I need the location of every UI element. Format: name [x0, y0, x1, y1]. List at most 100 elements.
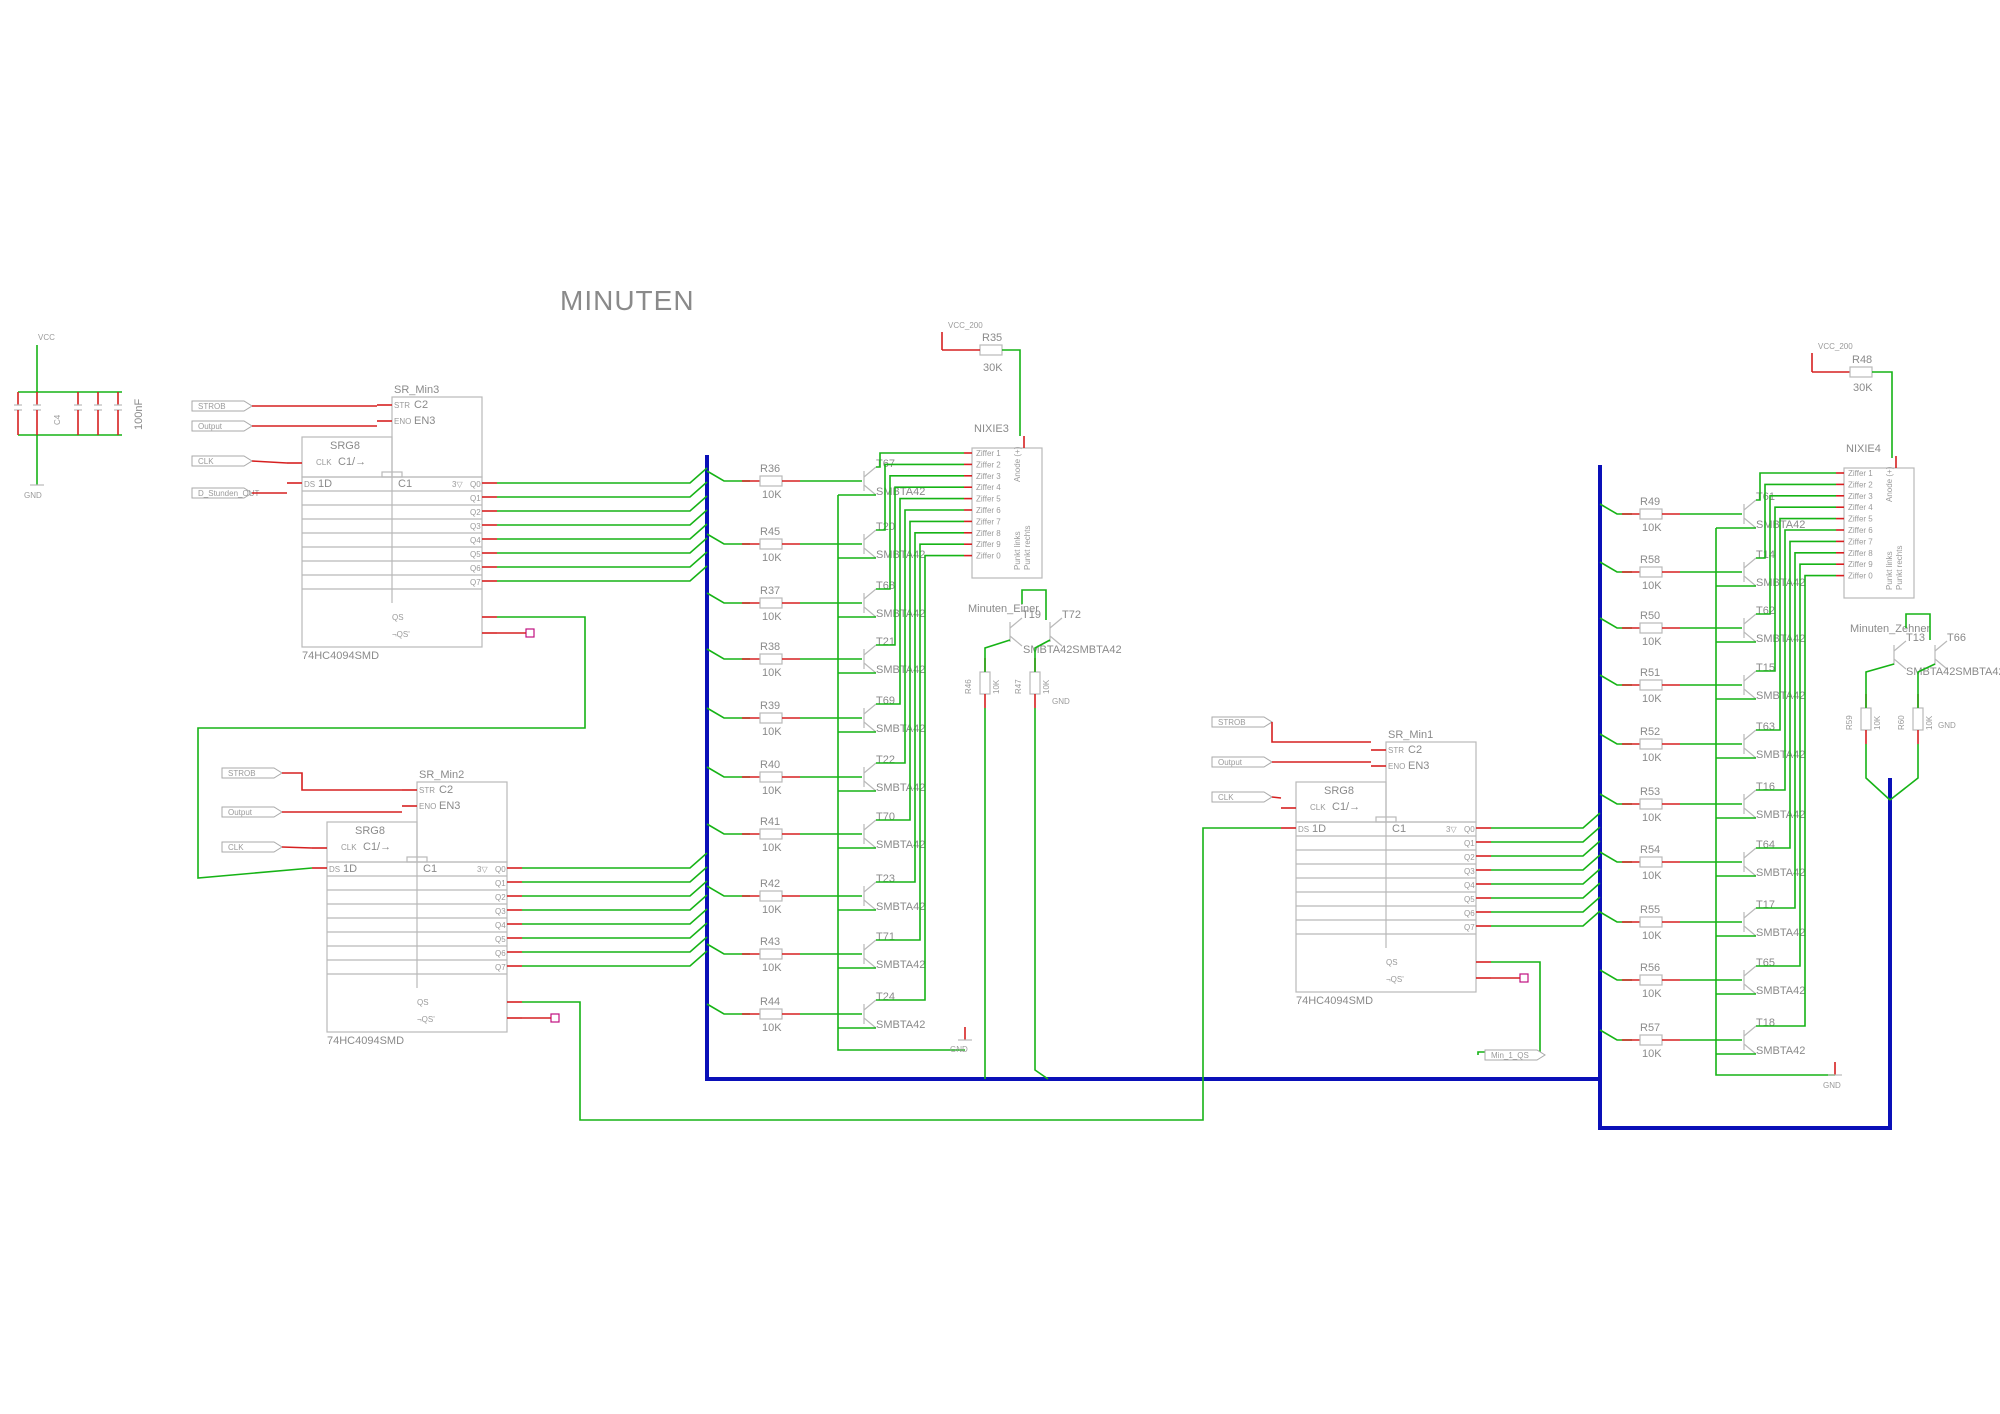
nixie-pin-label: Ziffer 4: [976, 483, 1001, 492]
nixie-pin-label: Ziffer 6: [976, 506, 1001, 515]
resistor-body: [1639, 974, 1663, 986]
sr-q-pin: Q1: [495, 879, 506, 888]
resistor-name: R42: [760, 878, 780, 890]
collector-wire: [1756, 551, 1836, 909]
transistor-name: T72: [1062, 609, 1081, 621]
bus-entry: [497, 495, 708, 512]
resistor-value: 10K: [1642, 580, 1662, 592]
resistor-value: 10K: [1642, 636, 1662, 648]
bus-entry: [1491, 840, 1601, 857]
resistor-body: [1912, 707, 1924, 731]
transistor-part: SMBTA42: [876, 959, 925, 971]
nixie-pin-label: Ziffer 1: [976, 449, 1001, 458]
bus-tap: [706, 533, 750, 545]
bus-tap: [1599, 503, 1632, 515]
sr-name: SR_Min3: [394, 384, 439, 396]
nixie-punkt-links: Punkt links: [1885, 551, 1894, 590]
sr-q-pin: Q4: [470, 536, 481, 545]
collector-wire: [876, 463, 964, 531]
sr-c1b: C1: [423, 863, 437, 875]
nixie-pin-label: Ziffer 3: [976, 472, 1001, 481]
dot-bus-wire: [1034, 708, 1049, 1080]
port-strob-label: STROB: [1218, 718, 1246, 727]
resistor-body: [1639, 622, 1663, 634]
transistor-collector: [1893, 640, 1907, 652]
collector-wire: [876, 486, 964, 646]
resistor-name: R55: [1640, 904, 1660, 916]
sr-q-pin: Q5: [495, 935, 506, 944]
transistor-name: T65: [1756, 957, 1775, 969]
transistor-emitter: [1743, 925, 1757, 937]
sr-en3: EN3: [1408, 760, 1429, 772]
dot-collector: [1021, 589, 1047, 620]
transistor-collector: [863, 939, 877, 951]
transistor-emitter: [1743, 631, 1757, 643]
resistor-value: 10K: [762, 962, 782, 974]
sr-q-pin: Q0: [495, 865, 506, 874]
sr-c1: C1/→: [338, 456, 366, 468]
dot-wire: [1865, 663, 1895, 708]
resistor-name: R38: [760, 641, 780, 653]
sr-str-pin: STR: [1388, 746, 1404, 755]
sr-clk-pin: CLK: [1310, 803, 1326, 812]
sr-name: SR_Min1: [1388, 729, 1433, 741]
resistor-value: 10K: [762, 785, 782, 797]
collector-wire: [1756, 563, 1836, 967]
transistor-collector: [1743, 670, 1757, 682]
bus-tap: [706, 707, 750, 719]
sr-q-pin: Q7: [495, 963, 506, 972]
sr-q-pin: Q3: [1464, 867, 1475, 876]
transistor-collector: [1743, 965, 1757, 977]
transistor-name: T22: [876, 754, 895, 766]
sr-notch: [406, 856, 428, 863]
cascade-wire: [522, 827, 1281, 1121]
sr-eno-pin: ENO: [394, 417, 411, 426]
transistor-collector: [1743, 557, 1757, 569]
resistor-value: 10K: [1642, 870, 1662, 882]
transistor-name: T24: [876, 991, 895, 1003]
transistor-collector: [863, 588, 877, 600]
sr-c2: C2: [439, 784, 453, 796]
nixie-pin-label: Ziffer 3: [1848, 492, 1873, 501]
port-strob: [221, 767, 283, 779]
transistor-part: SMBTA42: [876, 486, 925, 498]
sr-q-pin: Q1: [1464, 839, 1475, 848]
transistor-name: T69: [876, 695, 895, 707]
resistor-name: R51: [1640, 667, 1660, 679]
bus-entry: [522, 866, 708, 883]
bus-tap: [1599, 1029, 1632, 1041]
resistor-body: [1639, 679, 1663, 691]
nixie-pin-label: Ziffer 4: [1848, 503, 1873, 512]
transistor-name: T23: [876, 873, 895, 885]
sr-q-pin: Q6: [495, 949, 506, 958]
sr-c2: C2: [1408, 744, 1422, 756]
resistor-name: R56: [1640, 962, 1660, 974]
resistor-name: R52: [1640, 726, 1660, 738]
resistor-body: [1639, 508, 1663, 520]
resistor-name: R36: [760, 463, 780, 475]
resistor-body: [759, 948, 783, 960]
sr-qsn-pin: ¬QS': [392, 630, 410, 639]
transistor-part: SMBTA42: [1756, 985, 1805, 997]
sr-ds-pin: DS: [1298, 825, 1309, 834]
port-strob-label: STROB: [198, 402, 226, 411]
collector-wire: [876, 497, 964, 705]
bus-tap: [1599, 969, 1632, 981]
resistor-name: R49: [1640, 496, 1660, 508]
transistor-part: SMBTA42: [1756, 867, 1805, 879]
resistor-value: 10K: [762, 552, 782, 564]
collector-wire: [876, 509, 964, 764]
resistor-value: 10K: [1042, 679, 1051, 694]
resistor-name: R59: [1845, 715, 1854, 730]
cap-value: 100nF: [133, 399, 145, 430]
sr-q-pin: Q4: [1464, 881, 1475, 890]
collector-wire: [1756, 517, 1836, 731]
sr-1d: 1D: [1312, 823, 1326, 835]
nixie-name: NIXIE3: [974, 423, 1009, 435]
transistor-emitter: [863, 606, 877, 618]
transistor-name: T66: [1947, 632, 1966, 644]
sr-q-pin: Q2: [1464, 853, 1475, 862]
resistor-body: [759, 712, 783, 724]
resistor-body: [759, 653, 783, 665]
bus-entry: [497, 537, 708, 554]
